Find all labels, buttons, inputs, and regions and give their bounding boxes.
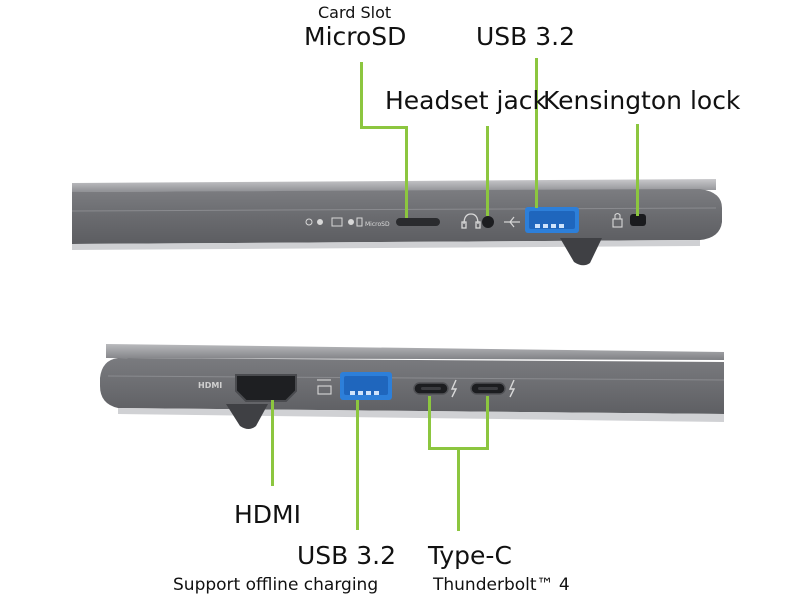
kensington-lock-label: Kensington lock <box>543 86 741 115</box>
thunderbolt-icon-1 <box>450 379 458 398</box>
headset-icon <box>461 213 481 229</box>
thunderbolt-icon-2 <box>508 379 516 398</box>
usb-icon <box>504 216 520 228</box>
lock-icon <box>612 212 623 228</box>
callout-line-microsd-v2 <box>405 126 408 218</box>
card-slot-caption: Card Slot <box>318 3 392 22</box>
microsd-slot <box>396 218 440 226</box>
bottom-lid <box>106 344 724 360</box>
usb-charging-icon <box>317 379 332 395</box>
bottom-foot <box>226 404 268 429</box>
thunderbolt-sublabel: Thunderbolt™ 4 <box>433 575 570 595</box>
top-foot <box>560 238 602 266</box>
callout-line-usb-top <box>535 58 538 208</box>
usb-top-label: USB 3.2 <box>476 22 576 51</box>
callout-line-microsd-v1 <box>360 62 363 128</box>
typec-label: Type-C <box>428 541 512 570</box>
hdmi-port <box>235 374 297 402</box>
headset-jack <box>482 216 494 228</box>
callout-line-hdmi <box>271 400 274 486</box>
hdmi-port-marking: HDMI <box>198 381 222 390</box>
top-lid <box>72 179 716 192</box>
usb-charging-sublabel: Support offline charging <box>173 575 379 595</box>
callout-line-kensington <box>636 124 639 216</box>
top-base <box>72 189 722 244</box>
headset-jack-label: Headset jack <box>385 86 548 115</box>
usb-bottom-label: USB 3.2 <box>297 541 397 570</box>
kensington-slot <box>630 214 646 226</box>
microsd-label: MicroSD <box>304 22 407 51</box>
status-led-icons <box>305 217 363 227</box>
callout-line-typec-v <box>457 447 460 531</box>
bottom-base <box>100 358 724 414</box>
microsd-port-marking: MicroSD <box>365 221 390 228</box>
callout-line-typec-left <box>428 396 431 450</box>
callout-line-headset <box>486 126 489 216</box>
callout-line-usb-bottom <box>356 400 359 530</box>
hdmi-label: HDMI <box>234 500 301 529</box>
callout-line-microsd-h <box>360 126 408 129</box>
callout-line-typec-right <box>486 396 489 450</box>
